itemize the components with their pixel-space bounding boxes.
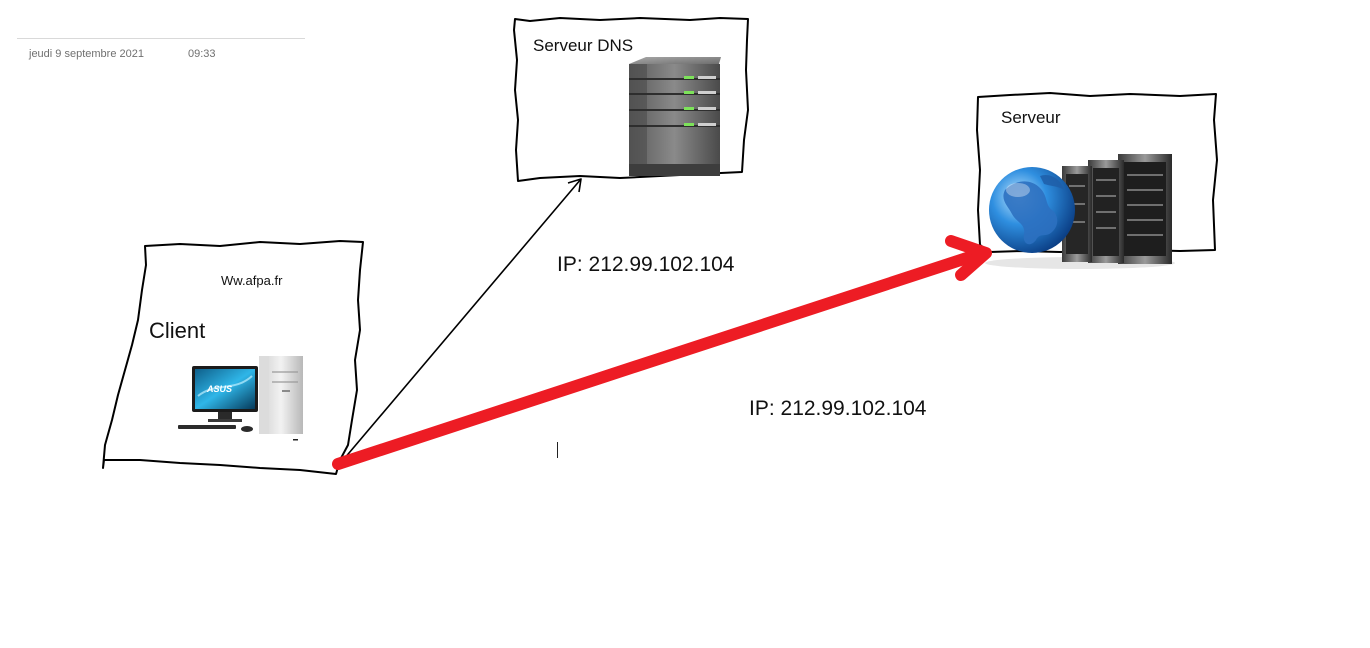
page-time: 09:33: [188, 48, 216, 60]
dns-ip-label: IP: 212.99.102.104: [557, 253, 735, 276]
text-cursor: [557, 442, 558, 458]
client-label: Client: [149, 318, 206, 343]
client-frame: [102, 240, 364, 475]
dns-frame: [513, 17, 749, 182]
dns-server-label: Serveur DNS: [533, 36, 634, 55]
server-ip-label: IP: 212.99.102.104: [749, 397, 927, 420]
server-label: Serveur: [1001, 108, 1061, 127]
svg-text:ASUS: ASUS: [206, 384, 232, 394]
server-tower-icon: [629, 57, 721, 176]
client-server-arrow: [332, 235, 992, 470]
client-dns-arrow: [337, 178, 582, 467]
globe-server-rack-icon: [985, 154, 1175, 269]
client-url-label: Ww.afpa.fr: [221, 273, 283, 288]
server-frame: [976, 92, 1218, 253]
page-date: jeudi 9 septembre 2021: [29, 48, 144, 60]
page-header: jeudi 9 septembre 2021 09:33: [17, 38, 305, 60]
desktop-computer-icon: ASUS: [178, 356, 303, 441]
